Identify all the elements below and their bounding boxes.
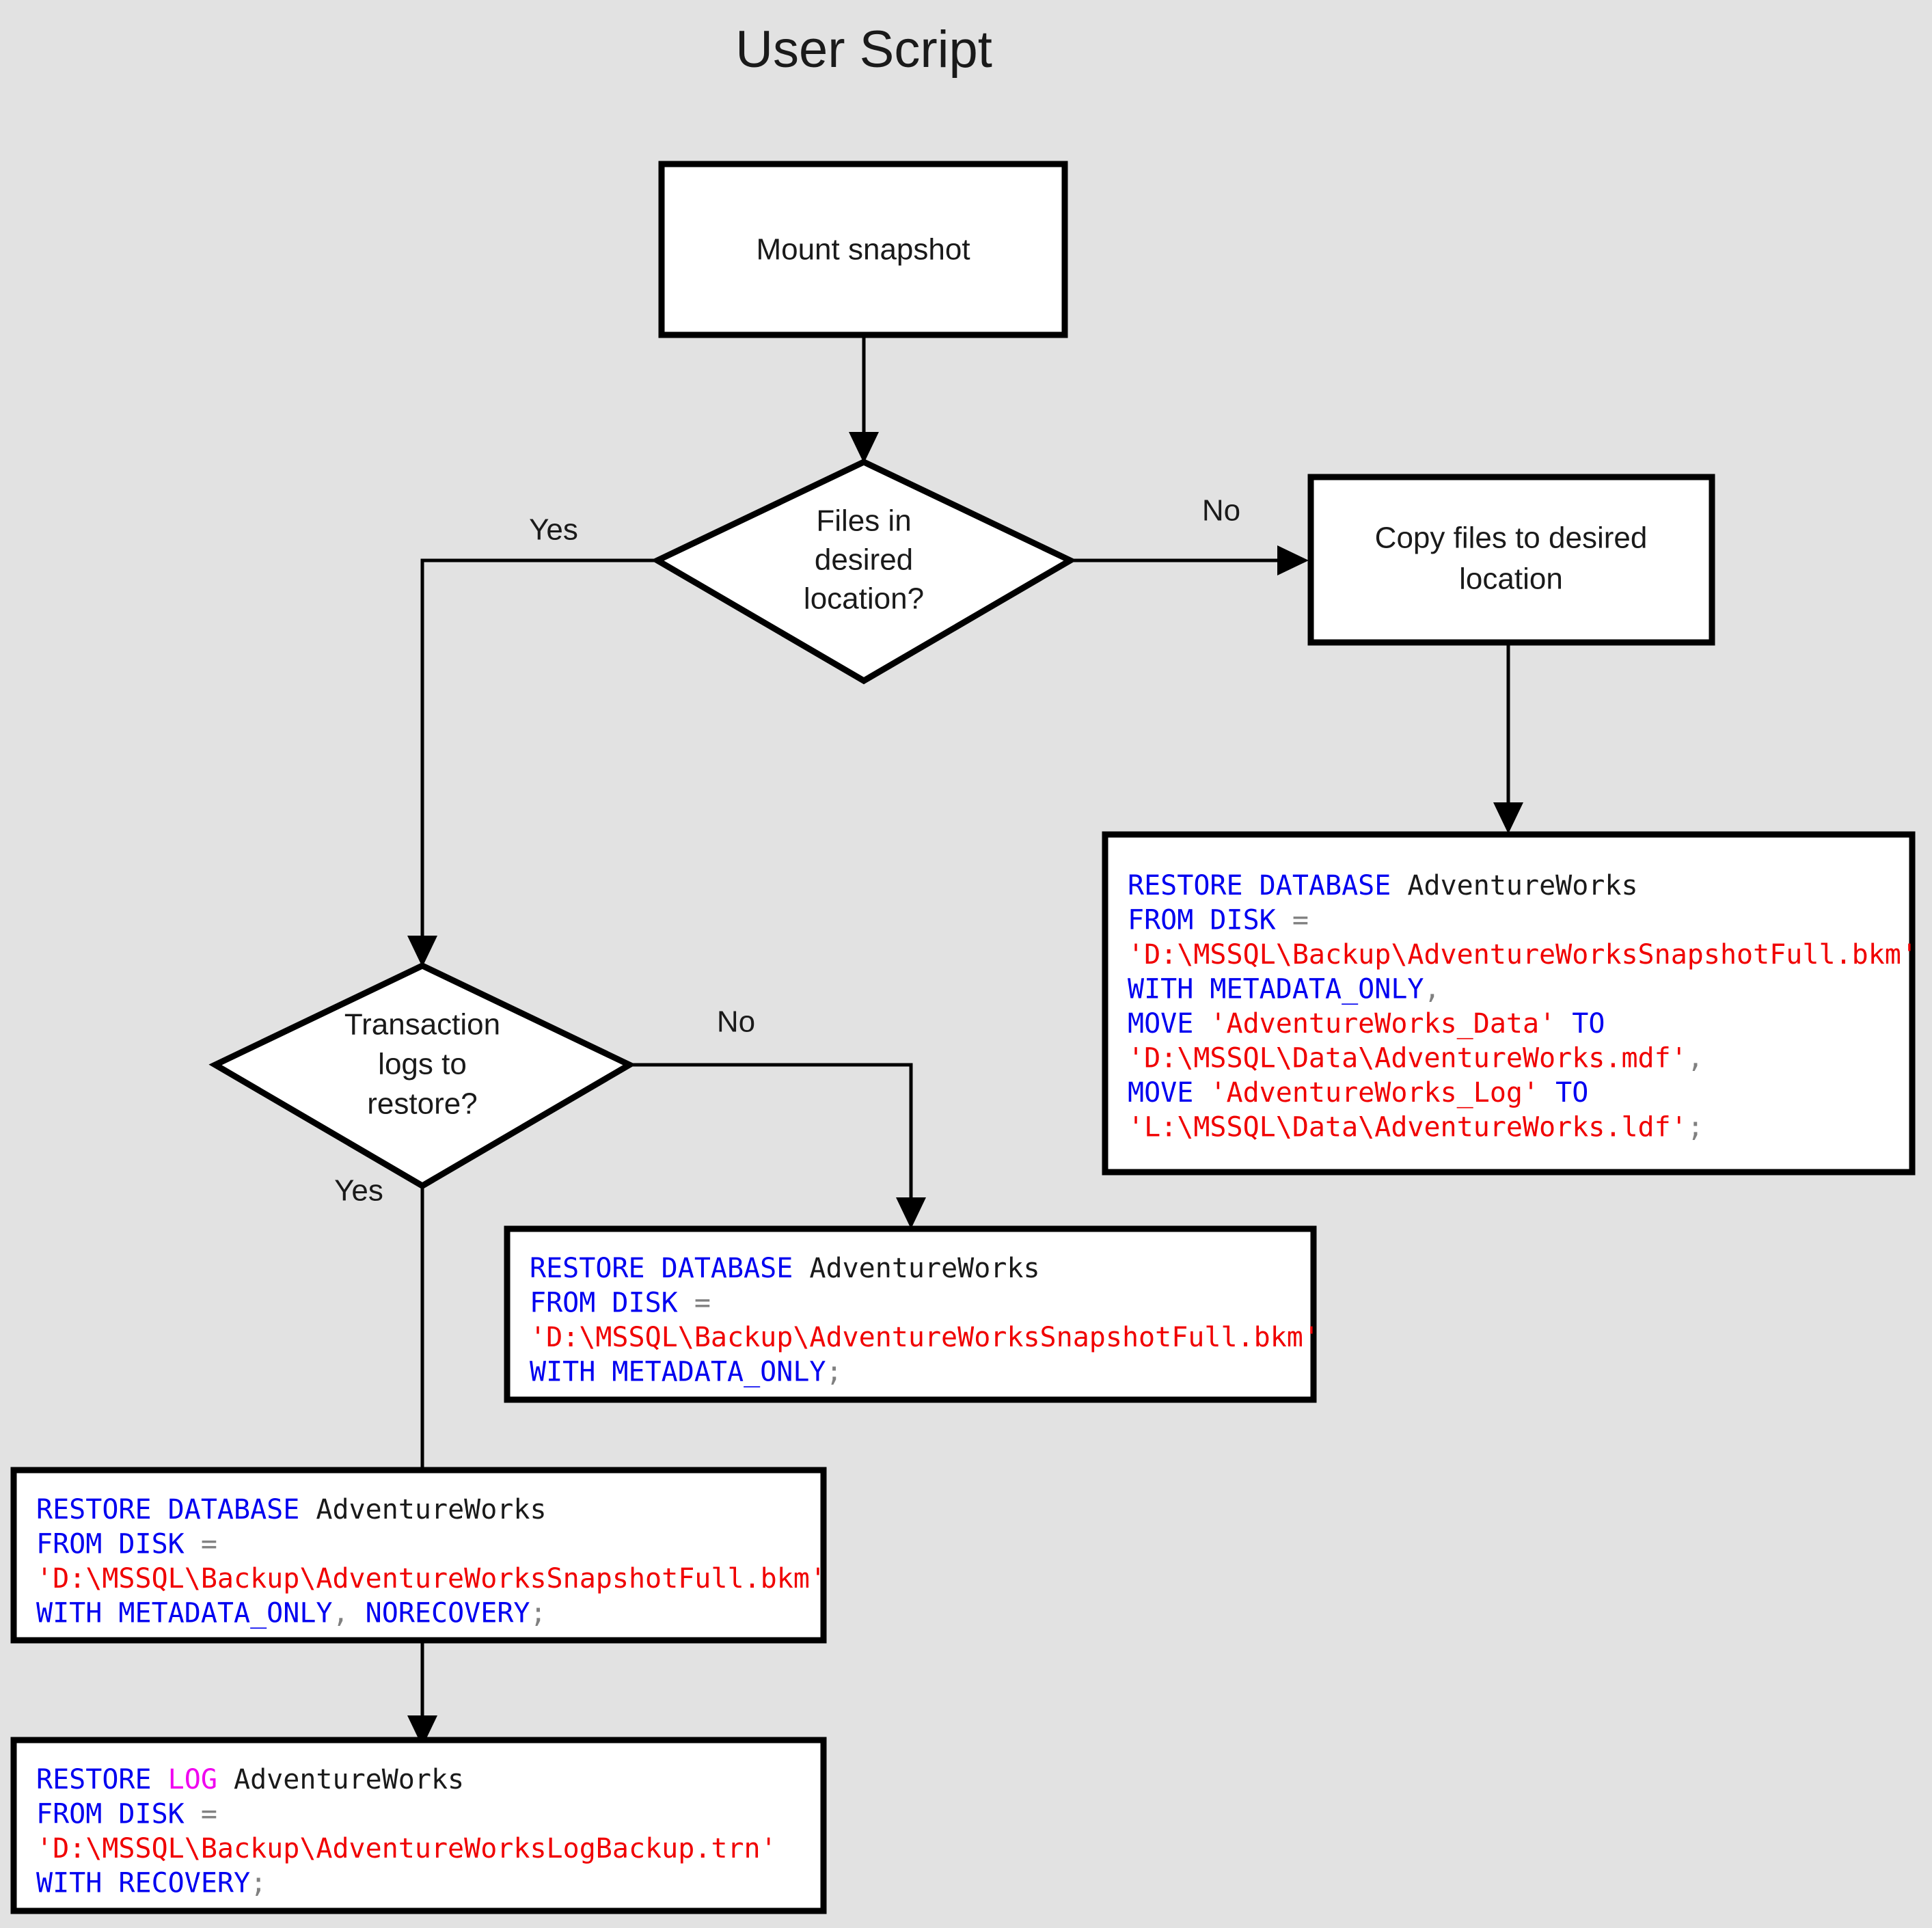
code-line: FROM DISK =	[36, 1529, 217, 1560]
edge-restore-norecovery-to-restore-log	[407, 1640, 437, 1747]
node-logs-decision-line1: Transaction	[344, 1008, 500, 1042]
code-line: WITH METADATA_ONLY,	[1128, 974, 1441, 1005]
edge-label-files-no: No	[1202, 494, 1240, 528]
node-transaction-logs-to-restore-decision[interactable]: Transaction logs to restore?	[208, 962, 636, 1190]
code-line: FROM DISK =	[1128, 905, 1309, 936]
node-files-decision-line2: desired	[815, 543, 913, 577]
code-line: MOVE 'AdventureWorks_Data' TO	[1128, 1008, 1605, 1040]
edge-layer: No Yes No Yes	[334, 335, 1523, 1747]
edge-label-logs-no: No	[717, 1005, 755, 1039]
node-logs-decision-line2: logs to	[378, 1048, 467, 1081]
node-files-decision-line3: location?	[804, 582, 924, 616]
code-line: MOVE 'AdventureWorks_Log' TO	[1128, 1077, 1588, 1109]
code-line: RESTORE LOG AdventureWorks	[36, 1764, 464, 1795]
node-copy-files-to-desired-location[interactable]: Copy files to desired location	[1307, 474, 1715, 646]
node-copy-files-line1: Copy files to desired	[1375, 521, 1648, 555]
node-copy-files-line2: location	[1459, 562, 1563, 596]
edge-mount-to-files-decision	[849, 335, 879, 463]
node-files-in-desired-location-decision[interactable]: Files in desired location?	[651, 459, 1077, 685]
code-line: 'D:\MSSQL\Backup\AdventureWorksSnapshotF…	[530, 1322, 1320, 1353]
page-title: User Script	[735, 21, 992, 79]
code-line: 'L:\MSSQL\Data\AdventureWorks.ldf';	[1128, 1112, 1704, 1143]
code-line: 'D:\MSSQL\Data\AdventureWorks.mdf',	[1128, 1043, 1704, 1074]
code-line: 'D:\MSSQL\Backup\AdventureWorksSnapshotF…	[1128, 939, 1918, 970]
edge-logs-decision-to-restore-plain: No	[632, 1005, 926, 1229]
edge-files-decision-to-logs-decision: Yes	[407, 513, 655, 967]
node-files-decision-line1: Files in	[816, 504, 911, 538]
edge-label-logs-yes: Yes	[334, 1174, 383, 1208]
node-logs-decision-line3: restore?	[367, 1087, 477, 1121]
code-line: RESTORE DATABASE AdventureWorks	[530, 1253, 1040, 1284]
edge-label-files-yes: Yes	[529, 513, 578, 547]
code-line: 'D:\MSSQL\Backup\AdventureWorksLogBackup…	[36, 1833, 777, 1864]
code-line: WITH METADATA_ONLY;	[530, 1357, 843, 1388]
edge-copy-files-to-restore-move	[1493, 642, 1523, 834]
node-mount-snapshot[interactable]: Mount snapshot	[658, 161, 1068, 338]
code-line: RESTORE DATABASE AdventureWorks	[1128, 870, 1638, 901]
code-line: RESTORE DATABASE AdventureWorks	[36, 1494, 547, 1525]
node-mount-snapshot-label: Mount snapshot	[756, 233, 970, 267]
code-line: FROM DISK =	[36, 1799, 217, 1830]
code-line: FROM DISK =	[530, 1288, 711, 1319]
edge-files-decision-to-copy-files: No	[1073, 494, 1309, 575]
code-line: WITH RECOVERY;	[36, 1868, 267, 1899]
code-line: 'D:\MSSQL\Backup\AdventureWorksSnapshotF…	[36, 1563, 826, 1594]
code-line: WITH METADATA_ONLY, NORECOVERY;	[36, 1598, 547, 1629]
